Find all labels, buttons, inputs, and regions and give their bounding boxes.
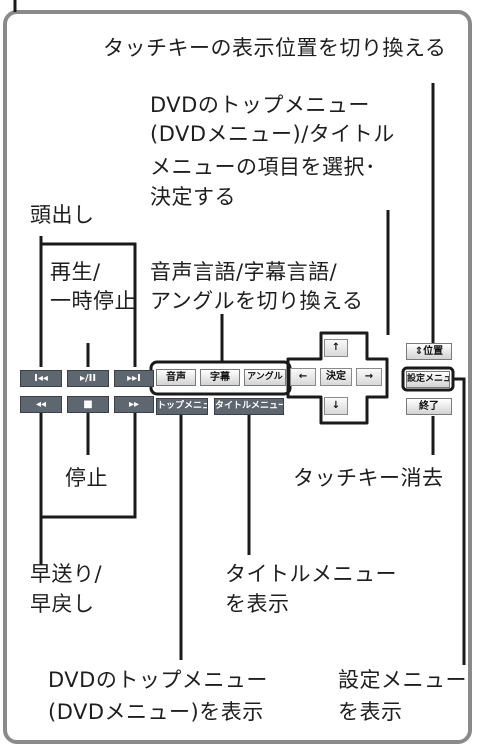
label-play-pause-line2: 一時停止 xyxy=(50,289,136,313)
label-settings-line2: を表示 xyxy=(338,700,403,724)
leader-ffrew-bracket xyxy=(41,405,137,519)
subtitle-button[interactable]: 字幕 xyxy=(200,369,240,386)
label-audio-line2: アングルを切り換える xyxy=(150,289,364,313)
label-dvd-select-line2: (DVDメニュー)/タイトル xyxy=(150,122,395,146)
down-arrow-button[interactable]: ↓ xyxy=(324,397,348,415)
label-dvd-select-line1: DVDのトップメニュー xyxy=(150,93,370,117)
label-touch-key-position: タッチキーの表示位置を切り換える xyxy=(103,36,447,60)
label-dvd-select-line4: 決定する xyxy=(150,185,236,209)
next-chapter-button[interactable]: ▸▸I xyxy=(114,370,154,387)
label-title-menu-line1: タイトルメニュー xyxy=(225,562,397,586)
end-button[interactable]: 終了 xyxy=(406,398,452,415)
label-ffrew-line2: 早戻し xyxy=(30,592,95,616)
cross-pad: ↑ ← 決定 → ↓ xyxy=(287,333,383,421)
play-pause-button[interactable]: ▸/II xyxy=(67,370,109,387)
right-arrow-button[interactable]: → xyxy=(356,368,382,386)
audio-button[interactable]: 音声 xyxy=(156,369,196,386)
cross-pad-outline xyxy=(286,331,389,425)
label-settings-line1: 設定メニュー xyxy=(338,668,467,692)
title-menu-button[interactable]: タイトルメニュー xyxy=(214,398,284,415)
left-arrow-button[interactable]: ← xyxy=(290,368,316,386)
label-title-menu-line2: を表示 xyxy=(225,592,290,616)
up-arrow-button[interactable]: ↑ xyxy=(324,339,348,357)
position-button[interactable]: ⇕位置 xyxy=(406,343,452,360)
label-audio-line1: 音声言語/字幕言語/ xyxy=(150,260,338,284)
label-stop: 停止 xyxy=(65,466,108,490)
stop-button[interactable]: ■ xyxy=(67,396,109,413)
top-menu-button[interactable]: トップメニュー xyxy=(156,398,208,415)
label-play-pause-line1: 再生/ xyxy=(50,260,101,284)
leader-cue-bracket xyxy=(41,242,137,367)
leader-settings xyxy=(452,377,466,665)
rewind-button[interactable]: ◂◂ xyxy=(20,396,62,413)
label-cue: 頭出し xyxy=(30,203,95,227)
label-touch-key-hide: タッチキー消去 xyxy=(293,466,444,490)
angle-button[interactable]: アングル xyxy=(244,369,286,386)
label-ffrew-line1: 早送り/ xyxy=(30,562,103,586)
diagram-frame xyxy=(3,10,472,744)
prev-chapter-button[interactable]: I◂◂ xyxy=(20,370,62,387)
label-top-menu-line1: DVDのトップメニュー xyxy=(48,668,268,692)
label-top-menu-line2: (DVDメニュー)を表示 xyxy=(48,700,264,724)
settings-menu-button[interactable]: 設定メニュー xyxy=(406,371,450,388)
fast-forward-button[interactable]: ▸▸ xyxy=(114,396,154,413)
label-dvd-select-line3: メニューの項目を選択･ xyxy=(150,155,376,179)
enter-button[interactable]: 決定 xyxy=(320,368,352,386)
settings-outline xyxy=(401,366,455,392)
